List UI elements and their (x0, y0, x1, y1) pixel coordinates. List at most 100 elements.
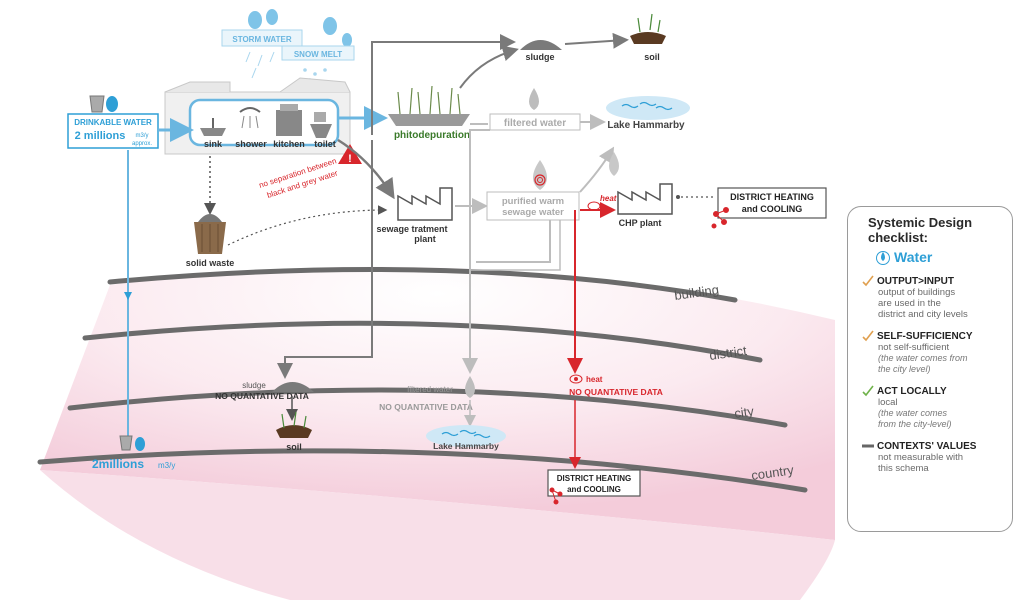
wave-icon-lower (441, 429, 491, 439)
checklist-desc: not measurable with (878, 452, 964, 463)
checklist-item-act-locally: ACT LOCALLY local (the water comes from … (862, 385, 1002, 430)
flow-purified-to-lake-down (470, 220, 561, 271)
city-water-amount: 2millions (92, 457, 144, 471)
sink-icon (200, 118, 226, 136)
flow-building-to-sewage (337, 138, 395, 200)
checklist-heading: ACT LOCALLY (877, 385, 947, 397)
rain-drop-icon (248, 11, 262, 29)
rain-lines (245, 51, 275, 79)
storm-water-group: STORM WATER SNOW MELT (221, 9, 355, 84)
sewage-plant-label-line2: plant (414, 234, 436, 244)
checklist-note: from the city-level) (878, 419, 952, 429)
toilet-icon (310, 112, 332, 138)
checklist-desc: output of buildings (878, 287, 956, 298)
storm-water-label: STORM WATER (232, 35, 291, 44)
checklist-item-contexts-values: CONTEXTS' VALUES not measurable with thi… (862, 440, 1002, 474)
heat-label-lower: heat (586, 375, 603, 384)
purified-water-drop-icon (533, 160, 547, 190)
checklist-water-row: Water (862, 249, 1002, 265)
context-fan-bottom (40, 470, 835, 600)
checklist-heading: SELF-SUFFICIENCY (877, 330, 973, 342)
district-heating-top-line2: and COOLING (742, 204, 803, 214)
checklist-item-self-sufficiency: SELF-SUFFICIENCY not self-sufficient (th… (862, 330, 1002, 375)
flow-sewage-down-to-sludge (277, 140, 373, 379)
snow-melt-tag (281, 45, 355, 61)
water-bucket-icon (89, 95, 118, 113)
kitchen-icon (276, 104, 302, 136)
soil-label-lower: soil (286, 442, 302, 452)
storm-water-tag (221, 29, 303, 47)
shower-icon (239, 107, 261, 129)
checklist-desc: not self-sufficient (878, 342, 950, 353)
water-drop-icon (876, 251, 890, 265)
solid-waste-icon (194, 214, 226, 254)
level-line-building (107, 267, 738, 303)
heat-label-top: heat (600, 194, 617, 203)
district-heating-box-top (717, 187, 827, 219)
district-heating-top-line1: DISTRICT HEATING (730, 192, 814, 202)
drinkable-water-amount: 2 millions (75, 130, 126, 142)
flow-sludge-to-soil (564, 32, 629, 49)
phitodepuration-label: phitodepuration (394, 130, 470, 141)
drinkable-water-label: DRINKABLE WATER (74, 118, 152, 127)
checklist-note: (the water comes from (878, 353, 968, 363)
flow-phito-to-sludge (459, 45, 519, 89)
phitodepuration-icon (388, 85, 470, 126)
filtered-water-drop-icon (529, 88, 539, 110)
district-heating-box-lower (547, 469, 641, 497)
lake-hammarby-shape (606, 96, 690, 120)
flow-purified-to-filtered-down (476, 220, 551, 263)
check-icon (862, 275, 874, 287)
district-heating-lower-line2: and COOLING (567, 485, 621, 494)
checklist-note: (the water comes (878, 408, 948, 418)
dot-icon (676, 195, 680, 199)
checklist-water-label: Water (894, 249, 933, 265)
no-quantative-data-heat: NO QUANTATIVE DATA (569, 387, 663, 397)
drinkable-water-approx: approx. (132, 141, 152, 147)
district-heating-lower-line1: DISTRICT HEATING (557, 474, 632, 483)
flow-sludge-to-district (371, 34, 516, 135)
rain-drop-icon (266, 9, 278, 25)
checklist-desc: district and city levels (878, 309, 968, 320)
checklist-note: the city level) (878, 364, 931, 374)
arrow-up-icon (124, 292, 132, 300)
network-icon-lower (549, 487, 563, 505)
lake-hammarby-label-top: Lake Hammarby (607, 120, 685, 131)
check-icon (862, 330, 874, 342)
drinkable-water-box: DRINKABLE WATER 2 millions m3/y approx. (67, 113, 159, 149)
lake-hammarby-shape-lower (426, 425, 506, 447)
sludge-pile-icon (520, 40, 562, 50)
chp-plant-label: CHP plant (619, 218, 662, 228)
svg-text:!: ! (348, 153, 352, 165)
level-label-district: district (708, 343, 748, 363)
checklist-title-line2: checklist: (868, 230, 928, 245)
solid-waste-label: solid waste (186, 258, 235, 268)
systemic-design-checklist: Systemic Design checklist: Water OUTPUT>… (847, 206, 1013, 532)
drinkable-water-unit: m3/y (135, 133, 148, 139)
level-label-country: country (750, 462, 795, 483)
no-quantative-data-sludge: NO QUANTATIVE DATA (215, 391, 309, 401)
sewage-plant-factory-icon (397, 187, 453, 221)
fixture-label-kitchen: kitchen (273, 139, 305, 149)
purified-water-label-line2: sewage water (502, 207, 564, 218)
checklist-heading: OUTPUT>INPUT (877, 275, 954, 287)
filtered-water-label: filtered water (504, 118, 566, 129)
flow-solid-waste-to-sewage (227, 205, 388, 246)
water-bucket-icon-city (119, 435, 145, 451)
rain-drop-icon (323, 17, 337, 35)
filtered-water-drop-icon-lower (465, 376, 475, 398)
flow-filtered-down (462, 129, 490, 374)
snow-melt-label: SNOW MELT (294, 50, 342, 59)
level-line-city (67, 387, 788, 428)
city-water-unit: m3/y (158, 461, 175, 470)
wave-icon (621, 101, 673, 111)
heat-icon-lower (569, 374, 583, 384)
chp-plant-factory-icon (617, 183, 673, 215)
level-label-building: building (673, 282, 719, 303)
check-icon (862, 385, 874, 397)
level-label-city: city (733, 403, 755, 421)
no-quantative-data-filtered: NO QUANTATIVE DATA (379, 402, 473, 412)
heat-icon (587, 201, 601, 211)
